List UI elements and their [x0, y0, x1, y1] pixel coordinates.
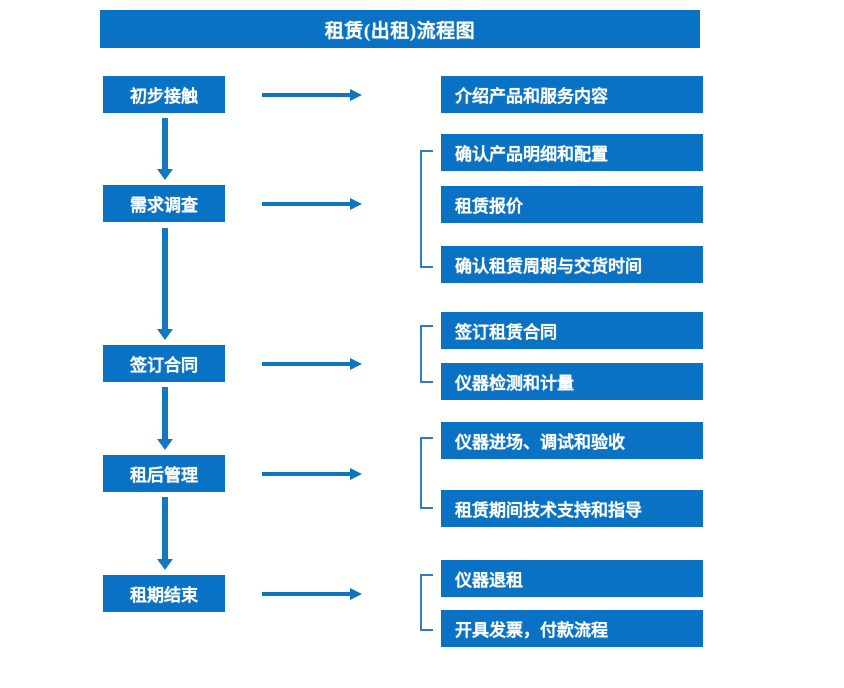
- diagram-title: 租赁(出租)流程图: [324, 20, 476, 42]
- stage-box-租后管理[interactable]: 租后管理: [103, 455, 225, 492]
- detail-label: 租赁期间技术支持和指导: [455, 501, 642, 520]
- stage-label: 初步接触: [130, 87, 198, 106]
- detail-label: 租赁报价: [455, 197, 523, 216]
- group-bracket-租期结束: [420, 574, 433, 631]
- detail-box-确认租赁周期与交货时间[interactable]: 确认租赁周期与交货时间: [441, 246, 703, 283]
- diagram-title-bar: 租赁(出租)流程图: [100, 10, 700, 48]
- detail-label: 仪器进场、调试和验收: [455, 433, 625, 452]
- detail-label: 开具发票，付款流程: [455, 621, 608, 640]
- detail-box-仪器检测和计量[interactable]: 仪器检测和计量: [441, 363, 703, 400]
- detail-box-仪器进场调试和验收[interactable]: 仪器进场、调试和验收: [441, 422, 703, 459]
- stage-box-需求调查[interactable]: 需求调查: [103, 185, 225, 222]
- group-bracket-租后管理: [420, 437, 433, 509]
- group-bracket-签订合同: [420, 325, 433, 383]
- group-bracket-需求调查: [420, 150, 433, 268]
- detail-label: 介绍产品和服务内容: [455, 87, 608, 106]
- detail-label: 确认租赁周期与交货时间: [455, 257, 642, 276]
- right-arrow-icon-3: [262, 357, 362, 371]
- detail-box-租赁期间技术支持和指导[interactable]: 租赁期间技术支持和指导: [441, 490, 703, 527]
- stage-label: 租后管理: [130, 466, 198, 485]
- detail-label: 确认产品明细和配置: [455, 145, 608, 164]
- detail-box-开具发票付款流程[interactable]: 开具发票，付款流程: [441, 610, 703, 647]
- right-arrow-icon-2: [262, 197, 362, 211]
- detail-label: 仪器检测和计量: [455, 374, 574, 393]
- right-arrow-icon-1: [262, 88, 362, 102]
- stage-box-签订合同[interactable]: 签订合同: [103, 345, 225, 382]
- detail-label: 签订租赁合同: [455, 323, 557, 342]
- down-arrow-icon-2: [157, 228, 173, 340]
- stage-label: 需求调查: [130, 196, 198, 215]
- stage-label: 租期结束: [130, 586, 198, 605]
- detail-box-介绍产品和服务内容[interactable]: 介绍产品和服务内容: [441, 76, 703, 113]
- down-arrow-icon-4: [157, 497, 173, 570]
- right-arrow-icon-5: [262, 587, 362, 601]
- down-arrow-icon-1: [157, 118, 173, 180]
- detail-label: 仪器退租: [455, 571, 523, 590]
- stage-box-租期结束[interactable]: 租期结束: [103, 575, 225, 612]
- stage-box-初步接触[interactable]: 初步接触: [103, 76, 225, 113]
- stage-label: 签订合同: [130, 356, 198, 375]
- down-arrow-icon-3: [157, 387, 173, 450]
- detail-box-租赁报价[interactable]: 租赁报价: [441, 186, 703, 223]
- detail-box-确认产品明细和配置[interactable]: 确认产品明细和配置: [441, 134, 703, 171]
- right-arrow-icon-4: [262, 467, 362, 481]
- detail-box-仪器退租[interactable]: 仪器退租: [441, 560, 703, 597]
- detail-box-签订租赁合同[interactable]: 签订租赁合同: [441, 312, 703, 349]
